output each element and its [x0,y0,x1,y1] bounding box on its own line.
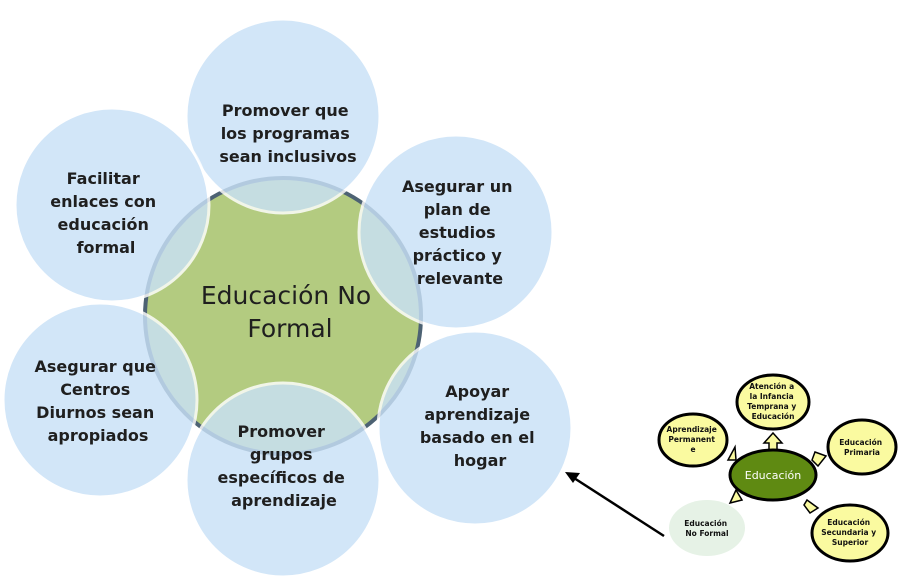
goal-circle-day-centers [1,301,199,499]
mini-label-secondary: Educación Secundaria y Superior [821,518,879,547]
mini-center-label: Educación [745,469,802,482]
goal-circle-groups [184,381,382,579]
arrow-down-left-icon [728,488,744,505]
goal-label-links: Facilitar enlaces con educación formal [50,169,161,257]
mini-label-nonformal: Educación No Formal [684,519,729,538]
goal-label-groups: Promover grupos específicos de aprendiza… [218,422,351,510]
goal-circle-home [376,329,574,527]
goal-circle-links [13,106,211,304]
arrow-right-icon [811,451,828,468]
mini-label-primary: Educación Primaria [839,438,884,457]
goal-circle-inclusive [184,17,382,215]
mini-center-node [728,448,818,502]
center-label: Educación No Formal [201,281,379,343]
goal-circle-curriculum [357,133,555,331]
arrow-down-right-icon [803,498,820,515]
goal-circles [1,17,574,579]
mini-node-nonformal [669,500,745,556]
goal-label-day-centers: Asegurar que Centros Diurnos sean apropi… [34,357,161,445]
goal-label-inclusive: Promover que los programas sean inclusiv… [219,101,356,166]
mini-label-lifelong: Aprendizaje Permanent e [667,425,720,454]
arrow-left-icon [726,444,737,461]
mini-node-primary [826,418,898,476]
mini-node-lifelong [657,412,729,468]
pointer-arrow [565,472,665,538]
mini-node-secondary [810,503,890,563]
mini-label-early: Atención a la Infancia Temprana y Educac… [747,382,799,421]
arrow-up-icon [762,431,784,451]
education-mini-diagram: Educación Atención a la Infancia Tempran… [657,373,898,563]
mini-node-early [735,373,811,431]
goal-label-home: Apoyar aprendizaje basado en el hogar [420,382,540,470]
goal-label-curriculum: Asegurar un plan de estudios práctico y … [402,177,518,288]
